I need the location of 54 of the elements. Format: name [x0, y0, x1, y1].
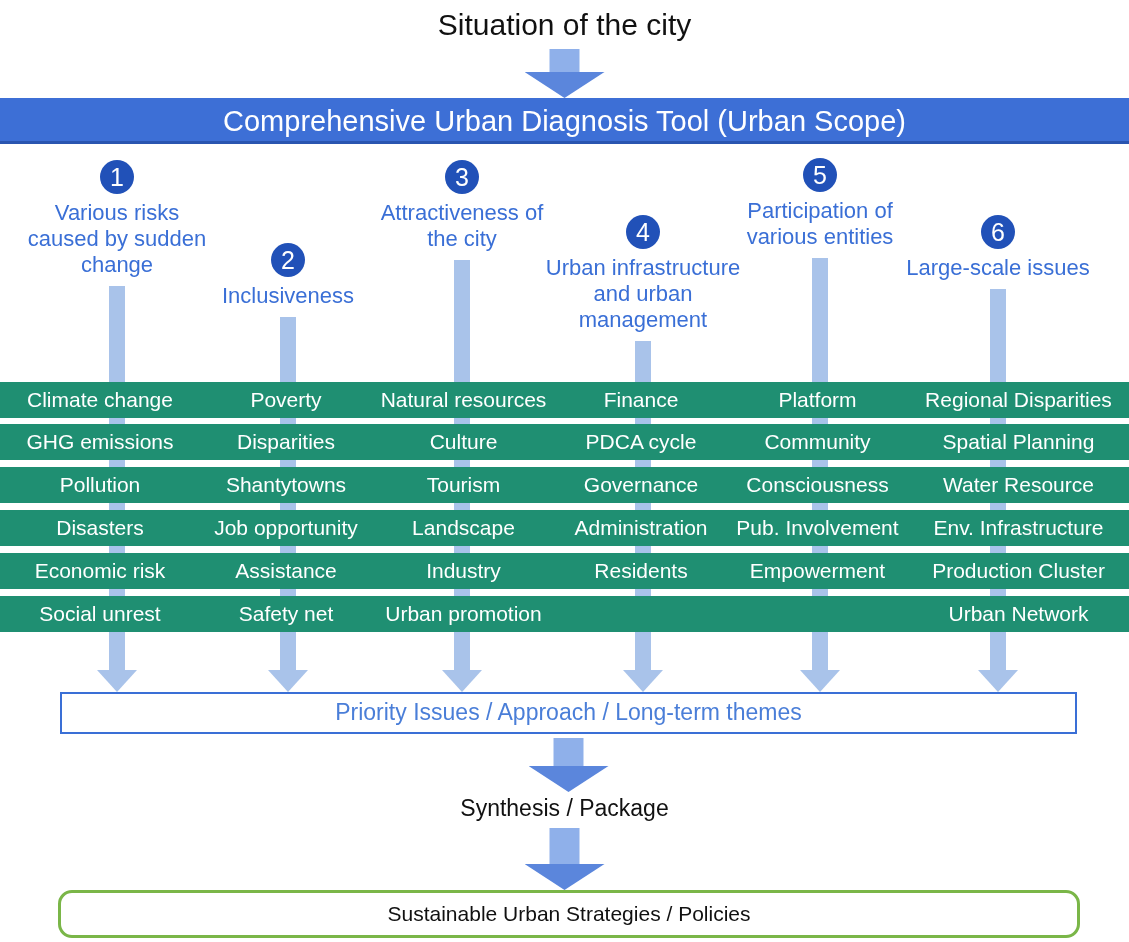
table-cell: Governance [555, 467, 727, 503]
category-title: Participation of various entities [745, 198, 895, 250]
table-cell: Pub. Involvement [727, 510, 908, 546]
category-title: Various risks caused by sudden change [26, 200, 208, 278]
tool-banner: Comprehensive Urban Diagnosis Tool (Urban Scope) [0, 98, 1129, 144]
step-number: 5 [803, 158, 837, 192]
table-cell: Production Cluster [908, 553, 1129, 589]
table-cell: PDCA cycle [555, 424, 727, 460]
table-cell: Regional Disparities [908, 382, 1129, 418]
table-cell: Pollution [0, 467, 200, 503]
table-cell: Urban Network [908, 596, 1129, 632]
category-title: Inclusiveness [220, 283, 356, 309]
table-cell: Disasters [0, 510, 200, 546]
step-number: 2 [271, 243, 305, 277]
table-cell: Residents [555, 553, 727, 589]
table-cell: GHG emissions [0, 424, 200, 460]
arrow [524, 828, 605, 890]
priority-box: Priority Issues / Approach / Long-term themes [60, 692, 1077, 734]
table-cell: Env. Infrastructure [908, 510, 1129, 546]
table-cell: Consciousness [727, 467, 908, 503]
table-cell: Disparities [200, 424, 372, 460]
table-cell: Administration [555, 510, 727, 546]
table-cell: Job opportunity [200, 510, 372, 546]
arrow [524, 49, 605, 98]
result-box: Sustainable Urban Strategies / Policies [58, 890, 1080, 938]
input-heading: Situation of the city [300, 5, 829, 45]
table-cell: Social unrest [0, 596, 200, 632]
table-cell: Assistance [200, 553, 372, 589]
table-cell: Landscape [372, 510, 555, 546]
category-title: Large-scale issues [905, 255, 1091, 281]
table-cell: Industry [372, 553, 555, 589]
category-title: Attractiveness of the city [379, 200, 545, 252]
step-number: 1 [100, 160, 134, 194]
table-cell: Culture [372, 424, 555, 460]
table-cell: Urban promotion [372, 596, 555, 632]
table-cell: Water Resource [908, 467, 1129, 503]
table-cell: Climate change [0, 382, 200, 418]
table-cell: Economic risk [0, 553, 200, 589]
table-cell: Community [727, 424, 908, 460]
table-cell: Natural resources [372, 382, 555, 418]
table-cell: Spatial Planning [908, 424, 1129, 460]
table-cell: Poverty [200, 382, 372, 418]
table-cell: Tourism [372, 467, 555, 503]
arrow [528, 738, 609, 792]
table-cell: Shantytowns [200, 467, 372, 503]
step-number: 6 [981, 215, 1015, 249]
category-title: Urban infrastructure and urban management [544, 255, 742, 333]
step-number: 4 [626, 215, 660, 249]
table-cell: Safety net [200, 596, 372, 632]
table-cell: Platform [727, 382, 908, 418]
table-cell: Finance [555, 382, 727, 418]
step-text: Synthesis / Package [380, 792, 749, 824]
table-cell: Empowerment [727, 553, 908, 589]
step-number: 3 [445, 160, 479, 194]
